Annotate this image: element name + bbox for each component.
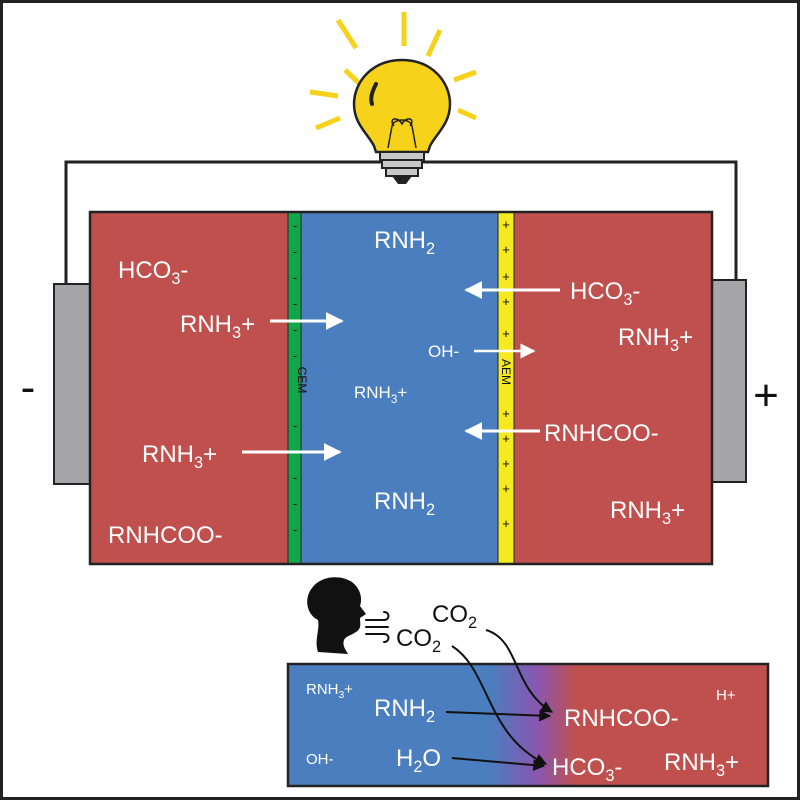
left-rnh3-bottom-label: RNH3+ <box>142 441 217 472</box>
aem-positive-sign: + <box>502 326 510 341</box>
breath-wind-icon <box>365 611 390 643</box>
aem-positive-sign: + <box>502 269 510 284</box>
cem-negative-sign: - <box>293 296 297 311</box>
negative-electrode <box>53 283 91 485</box>
cell-outline <box>88 210 714 566</box>
aem-positive-sign: + <box>502 431 510 446</box>
positive-terminal-sign: + <box>753 371 779 420</box>
oh-label: OH- <box>428 342 459 361</box>
h2o-reaction-arrow <box>451 757 546 772</box>
aem-positive-sign: + <box>502 217 510 232</box>
left-rnh3-top-label: RNH3+ <box>180 311 255 342</box>
cem-negative-sign: - <box>293 522 297 537</box>
cem-negative-sign: - <box>293 322 297 337</box>
cem-label: CEM <box>295 367 309 394</box>
left-chamber <box>90 212 288 564</box>
middle-rnh2-bottom-label: RNH2 <box>374 488 435 519</box>
cem-negative-sign: - <box>293 270 297 285</box>
aem-label: AEM <box>499 359 513 385</box>
left-rnhcoo-label: RNHCOO- <box>108 522 223 549</box>
box-rnhcoo-label: RNHCOO- <box>564 705 679 732</box>
left-hco3-label: HCO3- <box>118 257 188 288</box>
co2-to-hco3-arrow <box>451 645 548 765</box>
aem-positive-sign: + <box>502 294 510 309</box>
box-oh-label: OH- <box>306 751 334 768</box>
cem-negative-sign: - <box>293 496 297 511</box>
aem-positive-sign: + <box>502 456 510 471</box>
aem-positive-sign: + <box>502 516 510 531</box>
negative-terminal-sign: - <box>21 363 36 412</box>
rnh2-reaction-arrow <box>445 709 552 722</box>
box-hplus-label: H+ <box>716 687 736 704</box>
co2-label-upper: CO2 <box>432 601 477 632</box>
middle-chamber <box>301 212 498 564</box>
cem-negative-sign: - <box>293 418 297 433</box>
light-bulb-icon <box>309 12 478 184</box>
middle-rnh2-top-label: RNH2 <box>374 227 435 258</box>
aem-positive-sign: + <box>502 406 510 421</box>
right-rnhcoo-label: RNHCOO- <box>544 420 659 447</box>
cem-negative-sign: - <box>293 218 297 233</box>
aem-charge-signs: + + + + + + + + + + <box>502 217 510 531</box>
box-rnh2-label: RNH2 <box>374 695 435 726</box>
box-hco3-label: HCO3- <box>552 754 622 785</box>
person-breathing-icon <box>307 577 366 654</box>
cem-negative-sign: - <box>293 244 297 259</box>
absorption-box <box>286 662 770 788</box>
co2-label-lower: CO2 <box>396 625 441 656</box>
box-h2o-label: H2O <box>396 745 441 776</box>
cem-negative-sign: - <box>293 470 297 485</box>
cem-negative-sign: - <box>293 348 297 363</box>
right-chamber <box>514 212 712 564</box>
positive-electrode <box>711 279 747 483</box>
right-hco3-label: HCO3- <box>570 278 640 309</box>
anion-exchange-membrane <box>497 211 515 565</box>
co2-to-rnhcoo-arrow <box>485 629 554 713</box>
right-rnh3-bottom-label: RNH3+ <box>610 497 685 528</box>
middle-rnh3-label: RNH3+ <box>354 383 407 406</box>
aem-positive-sign: + <box>502 242 510 257</box>
right-rnh3-top-label: RNH3+ <box>618 324 693 355</box>
box-rnh3-left-label: RNH3+ <box>306 681 353 701</box>
aem-positive-sign: + <box>502 481 510 496</box>
box-rnh3-right-label: RNH3+ <box>664 749 739 780</box>
